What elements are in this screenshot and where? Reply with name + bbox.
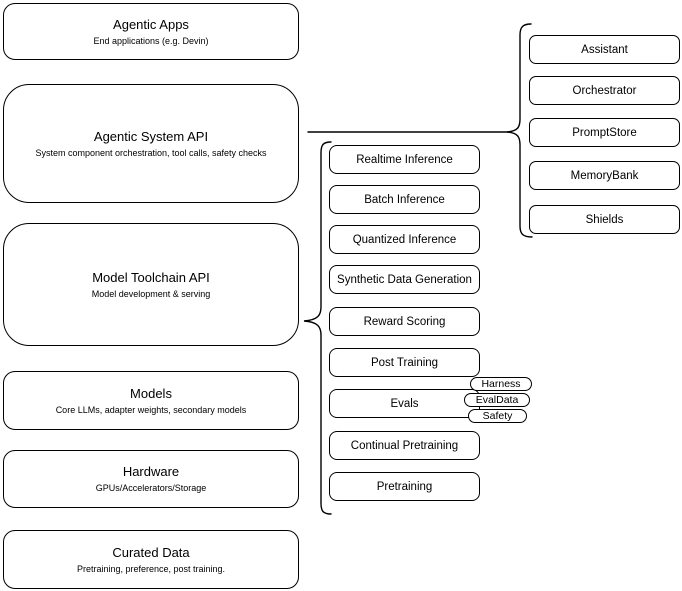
node-label: Continual Pretraining (350, 439, 459, 452)
node-subtitle: Core LLMs, adapter weights, secondary mo… (55, 404, 247, 415)
node-post-training: Post Training (329, 348, 480, 377)
node-curated-data: Curated Data Pretraining, preference, po… (3, 530, 299, 589)
node-title: Model Toolchain API (92, 269, 210, 285)
node-label: Quantized Inference (352, 233, 457, 246)
pill-label: Harness (481, 378, 521, 390)
node-title: Agentic System API (93, 128, 209, 144)
pill-label: Safety (482, 410, 513, 422)
node-hardware: Hardware GPUs/Accelerators/Storage (3, 450, 299, 508)
node-label: MemoryBank (570, 169, 639, 182)
node-quantized-inference: Quantized Inference (329, 225, 480, 254)
node-batch-inference: Batch Inference (329, 185, 480, 214)
node-synthetic-data-generation: Synthetic Data Generation (329, 265, 480, 294)
toolchain-brace (303, 141, 332, 515)
node-agentic-system-api: Agentic System API System component orch… (3, 84, 299, 203)
node-title: Curated Data (112, 544, 190, 560)
node-pretraining: Pretraining (329, 472, 480, 501)
pill-evaldata: EvalData (464, 393, 530, 407)
node-label: Shields (585, 213, 624, 226)
node-models: Models Core LLMs, adapter weights, secon… (3, 371, 299, 430)
node-label: Reward Scoring (363, 315, 446, 328)
system-components-brace (506, 23, 533, 238)
node-label: Batch Inference (364, 193, 445, 206)
node-label: Evals (390, 397, 419, 410)
node-evals: Evals (329, 389, 480, 418)
node-title: Hardware (122, 464, 180, 479)
node-continual-pretraining: Continual Pretraining (329, 431, 480, 460)
node-title: Agentic Apps (113, 16, 189, 32)
node-subtitle: GPUs/Accelerators/Storage (95, 483, 207, 493)
node-reward-scoring: Reward Scoring (329, 307, 480, 336)
node-subtitle: Model development & serving (91, 288, 211, 299)
node-assistant: Assistant (529, 35, 680, 64)
pill-safety: Safety (468, 409, 527, 423)
node-label: Realtime Inference (356, 153, 453, 166)
node-label: PromptStore (572, 126, 637, 139)
node-agentic-apps: Agentic Apps End applications (e.g. Devi… (3, 3, 299, 60)
node-model-toolchain-api: Model Toolchain API Model development & … (3, 223, 299, 346)
node-orchestrator: Orchestrator (529, 76, 680, 105)
node-realtime-inference: Realtime Inference (329, 145, 480, 174)
node-title: Models (130, 385, 172, 401)
node-subtitle: End applications (e.g. Devin) (93, 35, 209, 46)
node-label: Orchestrator (572, 84, 637, 97)
node-subtitle: System component orchestration, tool cal… (35, 147, 267, 158)
node-label: Synthetic Data Generation (337, 273, 472, 286)
node-shields: Shields (529, 205, 680, 234)
node-label: Assistant (581, 43, 628, 56)
pill-label: EvalData (475, 394, 519, 406)
node-label: Post Training (370, 356, 439, 369)
pill-harness: Harness (470, 377, 532, 391)
node-memorybank: MemoryBank (529, 161, 680, 190)
node-promptstore: PromptStore (529, 118, 680, 147)
node-label: Pretraining (376, 480, 433, 493)
node-subtitle: Pretraining, preference, post training. (76, 563, 226, 574)
